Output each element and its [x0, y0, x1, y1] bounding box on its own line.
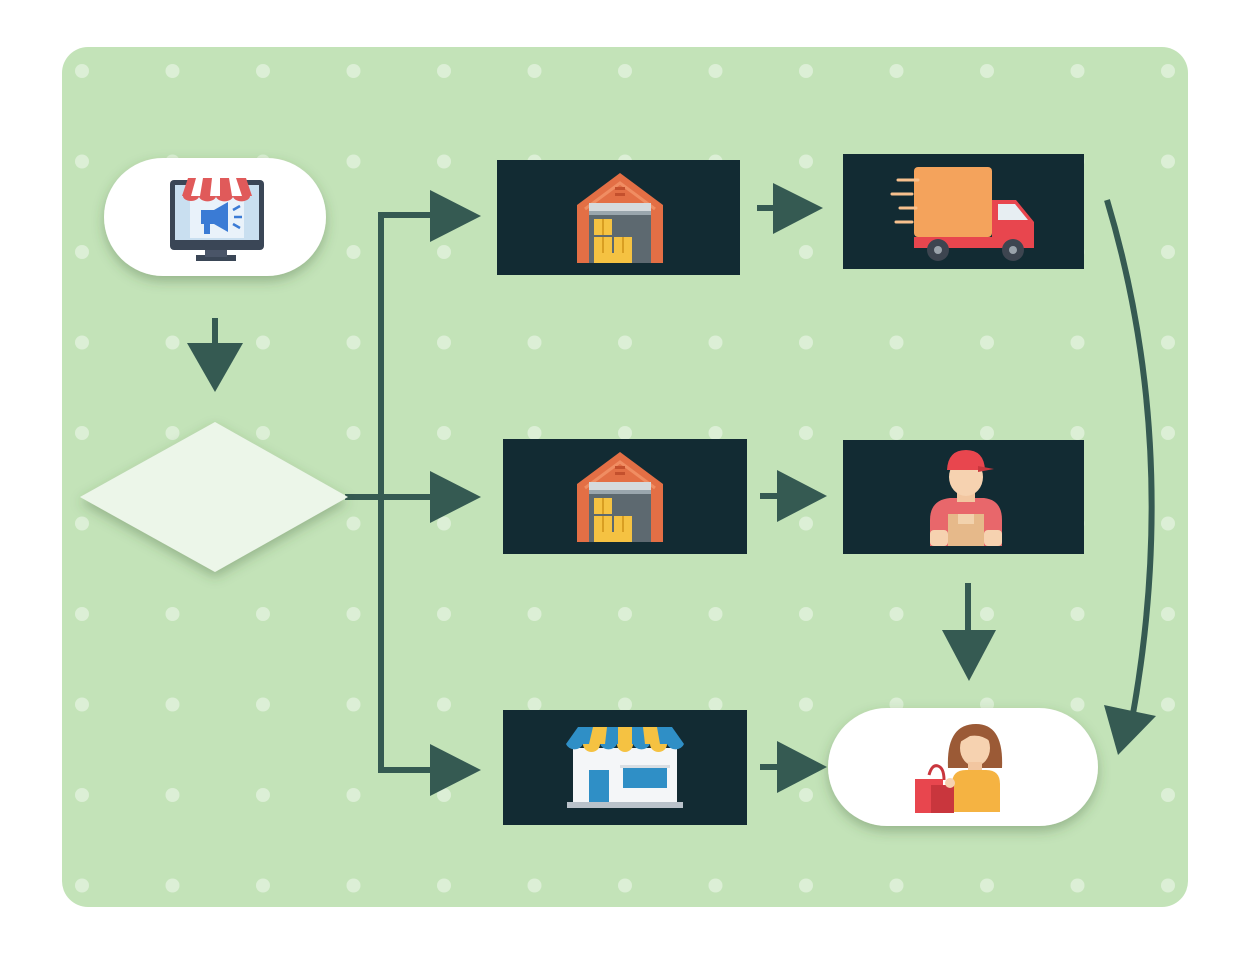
- courier-person-icon: [930, 450, 1002, 546]
- edge-bus-vertical: [378, 212, 435, 773]
- node-courier[interactable]: [843, 440, 1084, 554]
- node-online-store[interactable]: [104, 158, 326, 276]
- arrowhead-right: [430, 471, 481, 523]
- delivery-truck-icon: [890, 167, 1034, 261]
- node-warehouse-1[interactable]: [497, 160, 740, 275]
- node-retail-store[interactable]: [503, 710, 747, 825]
- warehouse-icon: [577, 173, 663, 263]
- node-decision[interactable]: [80, 422, 348, 572]
- online-store-megaphone-icon: [170, 178, 264, 261]
- arrowhead-right: [777, 741, 827, 793]
- arrowhead-right: [773, 183, 823, 234]
- arrowhead-curved: [1104, 705, 1156, 755]
- edges: [187, 183, 1156, 796]
- arrowhead-right: [777, 470, 827, 522]
- warehouse-icon: [577, 452, 663, 542]
- edge-truck-to-customer: [1104, 199, 1155, 726]
- arrowhead-right: [430, 744, 481, 796]
- node-warehouse-2[interactable]: [503, 439, 747, 554]
- arrowhead-down: [187, 343, 243, 392]
- arrowhead-right: [430, 190, 481, 242]
- node-delivery-truck[interactable]: [843, 154, 1084, 269]
- arrowhead-down: [942, 630, 996, 681]
- retail-store-icon: [566, 727, 684, 808]
- shopper-with-bag-icon: [915, 724, 1003, 813]
- node-customer[interactable]: [828, 708, 1098, 826]
